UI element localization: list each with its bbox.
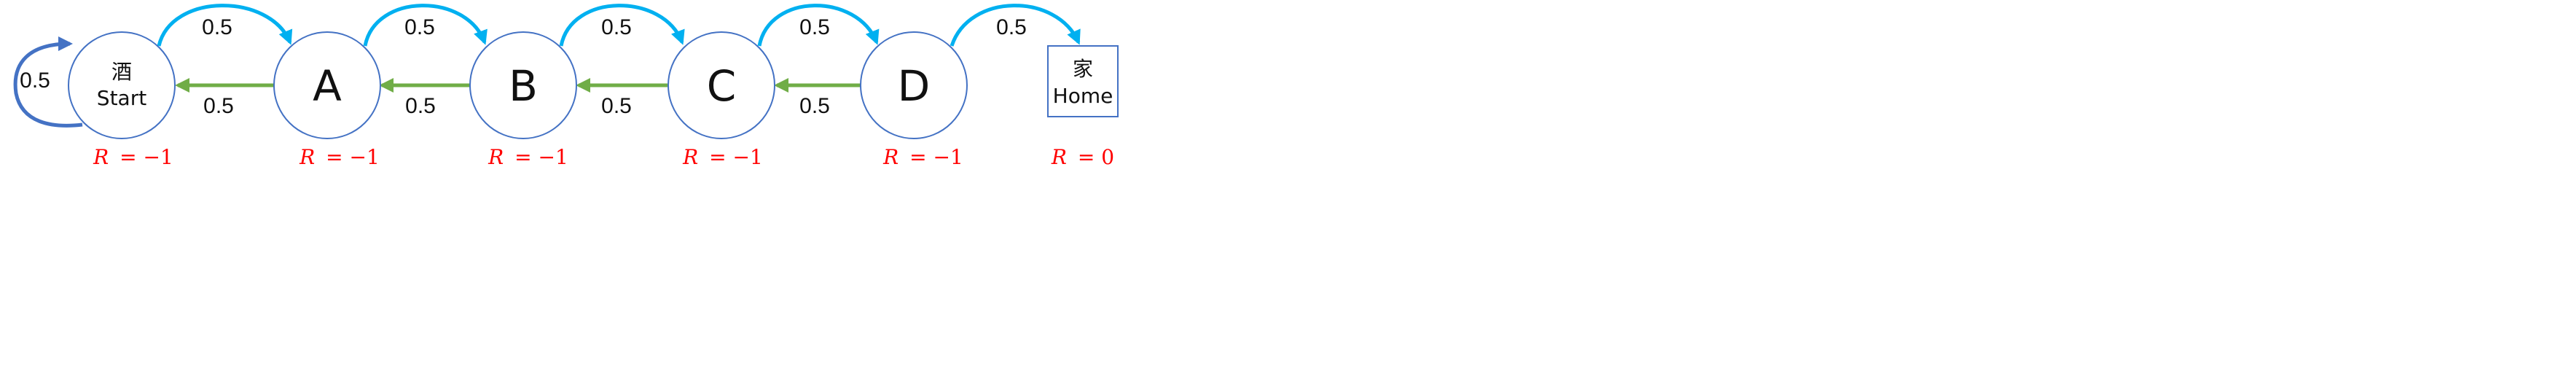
reward-c-value: = −1 [709,145,763,169]
state-b-label: B [509,61,538,111]
reward-c-var: R [682,145,698,169]
reward-b-var: R [488,145,504,169]
forward-arrow-d-home [950,4,1081,47]
forward-prob-c-d: 0.5 [799,15,830,39]
reward-start-var: R [93,145,109,169]
reward-a: R = −1 [299,145,380,169]
state-home-cn-label: 家 [1073,57,1093,81]
markov-chain-diagram: 0.5 0.5 0.5 0.5 0.5 0.5 0.5 0.5 0.5 0.5 … [13,4,1119,169]
state-a-label: A [313,61,342,111]
reward-d-var: R [882,145,899,169]
reward-home-var: R [1051,145,1067,169]
state-c: C [668,31,775,139]
reward-c: R = −1 [682,145,763,169]
forward-arrow-b-c [559,4,685,47]
backward-prob-a-start: 0.5 [203,94,234,118]
backward-prob-c-b: 0.5 [601,94,632,118]
forward-prob-b-c: 0.5 [601,15,632,39]
reward-home: R = 0 [1051,145,1114,169]
reward-d: R = −1 [882,145,963,169]
forward-prob-start-a: 0.5 [202,15,232,39]
reward-d-value: = −1 [909,145,963,169]
forward-arrow-a-b [363,4,488,47]
reward-a-var: R [299,145,315,169]
state-a: A [273,31,381,139]
reward-b-value: = −1 [514,145,568,169]
reward-start-value: = −1 [120,145,173,169]
state-b: B [469,31,577,139]
state-start-label: Start [97,86,146,110]
state-c-label: C [707,61,737,111]
forward-arrow-start-a [157,4,293,47]
reward-start: R = −1 [93,145,173,169]
reward-home-value: = 0 [1078,145,1114,169]
forward-prob-d-home: 0.5 [996,15,1027,39]
state-start-cn-label: 酒 [111,60,132,84]
state-home: 家 Home [1047,45,1119,117]
state-d-label: D [898,61,931,111]
self-loop-prob-label: 0.5 [20,69,50,93]
reward-a-value: = −1 [326,145,380,169]
state-start: 酒 Start [68,31,176,139]
forward-prob-a-b: 0.5 [404,15,435,39]
reward-b: R = −1 [488,145,568,169]
state-d: D [860,31,968,139]
state-home-label: Home [1053,84,1113,108]
self-loop-arrow [13,36,83,128]
backward-prob-b-a: 0.5 [405,94,436,118]
backward-prob-d-c: 0.5 [799,94,830,118]
forward-arrow-c-d [757,4,880,47]
